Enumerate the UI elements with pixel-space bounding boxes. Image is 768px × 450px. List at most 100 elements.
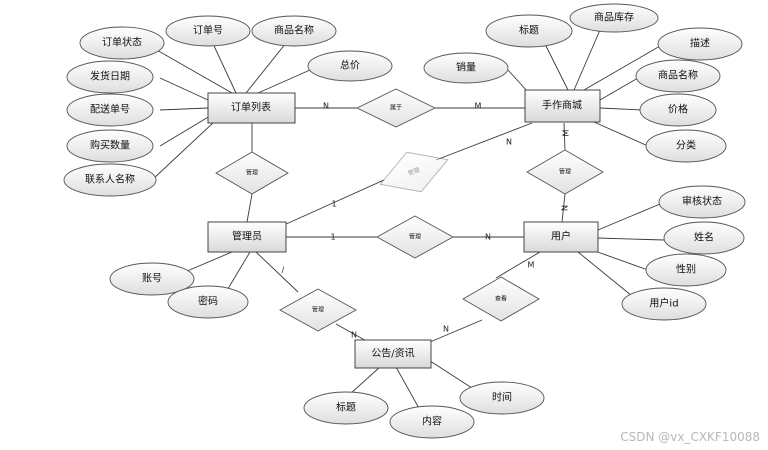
svg-text:管理: 管理: [312, 306, 324, 314]
attribute-password: 密码: [167, 285, 249, 319]
line-user-id: [577, 251, 633, 297]
line-password: [225, 251, 251, 293]
attribute-account: 账号: [109, 262, 195, 296]
svg-text:价格: 价格: [668, 103, 688, 116]
relationship-view: 查看: [462, 276, 540, 322]
line-manage-admin: [246, 193, 253, 223]
svg-text:管理: 管理: [559, 168, 571, 176]
cardinality-user-admin: N: [485, 233, 491, 242]
svg-text:密码: 密码: [198, 295, 218, 308]
attribute-purchase-qty: 购买数量: [66, 129, 154, 163]
line-category: [593, 121, 649, 147]
attribute-order-product-name: 商品名称: [251, 15, 337, 47]
cardinality-notice-admin: N: [351, 331, 357, 340]
svg-text:管理: 管理: [246, 169, 258, 177]
svg-text:配送单号: 配送单号: [90, 103, 130, 116]
line-purchase-qty: [159, 115, 211, 147]
line-order-status: [147, 44, 233, 94]
relationship-diamonds: 属于 管理 管理 管理 管理 管理 查看: [215, 88, 604, 332]
line-price: [599, 107, 643, 111]
svg-text:订单列表: 订单列表: [231, 101, 271, 114]
line-mallrel-mall: [435, 122, 533, 161]
svg-text:描述: 描述: [690, 37, 710, 50]
svg-text:查看: 查看: [495, 295, 507, 303]
svg-text:商品名称: 商品名称: [274, 24, 314, 37]
line-audit-status: [597, 203, 661, 231]
attribute-title: 标题: [485, 14, 573, 48]
attribute-total-price: 总价: [307, 50, 393, 82]
svg-text:用户: 用户: [551, 230, 571, 243]
svg-text:商品名称: 商品名称: [658, 69, 698, 82]
relationship-manage-mall: 管理: [526, 149, 604, 195]
relationship-mall-user: 管理: [379, 151, 449, 193]
svg-text:联系人名称: 联系人名称: [85, 173, 135, 186]
attribute-time: 时间: [459, 381, 545, 415]
watermark: CSDN @vx_CXKF10088: [620, 430, 760, 444]
line-mall-product: [599, 77, 639, 101]
attribute-ship-date: 发货日期: [66, 60, 154, 94]
line-description: [583, 45, 661, 91]
cardinality-order-belongs: N: [323, 102, 329, 111]
cardinality-admin-notice: /: [282, 266, 285, 275]
cardinality-mall-admin: N: [506, 138, 512, 147]
svg-text:发货日期: 发货日期: [90, 70, 130, 83]
line-account: [179, 251, 233, 275]
attribute-description: 描述: [657, 27, 743, 61]
line-notice-title: [349, 366, 381, 395]
attribute-delivery-no: 配送单号: [66, 93, 154, 127]
svg-text:账号: 账号: [142, 273, 162, 285]
attribute-category: 分类: [645, 129, 727, 163]
attribute-content: 内容: [389, 405, 475, 439]
attribute-sales: 销量: [423, 52, 509, 84]
svg-text:管理: 管理: [407, 166, 421, 178]
svg-text:商品库存: 商品库存: [594, 11, 634, 24]
line-time: [423, 356, 473, 389]
line-mall-manage: [563, 122, 566, 151]
svg-text:内容: 内容: [422, 415, 442, 428]
line-content: [395, 366, 421, 411]
line-delivery-no: [159, 107, 209, 111]
line-ship-date: [159, 77, 209, 101]
attribute-mall-product-name: 商品名称: [635, 59, 721, 93]
attribute-price: 价格: [639, 93, 717, 127]
attribute-stock: 商品库存: [569, 3, 659, 33]
line-notice-viewrel: [429, 319, 483, 343]
line-contact-name: [151, 121, 215, 181]
attribute-ellipses: 订单状态 订单号 商品名称 总价 发货日期 配送单号 购买数量 联系人名称: [63, 3, 746, 439]
entity-boxes: 订单列表 手作商城 管理员 用户 公告/资讯: [207, 89, 601, 369]
line-sales: [507, 69, 529, 93]
relationship-manage-notice: 管理: [279, 288, 357, 332]
entity-admin: 管理员: [207, 221, 287, 253]
line-stock: [573, 29, 601, 91]
attribute-audit-status: 审核状态: [658, 185, 746, 219]
line-manage-user: [561, 193, 566, 223]
svg-text:属于: 属于: [390, 105, 402, 112]
svg-text:销量: 销量: [456, 61, 476, 74]
relationship-manage-user: 管理: [376, 215, 454, 259]
attribute-order-status: 订单状态: [79, 26, 165, 60]
line-name: [597, 237, 665, 241]
relationship-manage-order: 管理: [215, 151, 289, 195]
attribute-notice-title: 标题: [303, 391, 389, 425]
svg-text:标题: 标题: [519, 25, 539, 37]
attribute-gender: 性别: [645, 253, 727, 287]
relationship-belongs-to: 属于: [355, 88, 437, 128]
attribute-name: 姓名: [663, 221, 745, 255]
cardinality-mall-top: M: [562, 129, 571, 136]
cardinality-labels: N M M N 1 N 1 N / N N M: [282, 102, 571, 340]
svg-text:时间: 时间: [492, 391, 512, 404]
svg-text:订单号: 订单号: [193, 25, 223, 37]
svg-text:审核状态: 审核状态: [682, 195, 722, 208]
attribute-user-id: 用户id: [621, 287, 707, 321]
svg-text:购买数量: 购买数量: [90, 139, 130, 152]
svg-text:公告/资讯: 公告/资讯: [371, 347, 414, 360]
cardinality-admin-mall: 1: [331, 200, 336, 209]
svg-text:分类: 分类: [676, 139, 696, 152]
cardinality-admin-user: 1: [330, 233, 335, 242]
cardinality-mall-belongs: M: [475, 102, 482, 111]
svg-text:管理: 管理: [409, 233, 421, 241]
entity-order-list: 订单列表: [207, 92, 296, 124]
cardinality-user-top: N: [561, 205, 570, 211]
svg-text:标题: 标题: [336, 402, 356, 414]
